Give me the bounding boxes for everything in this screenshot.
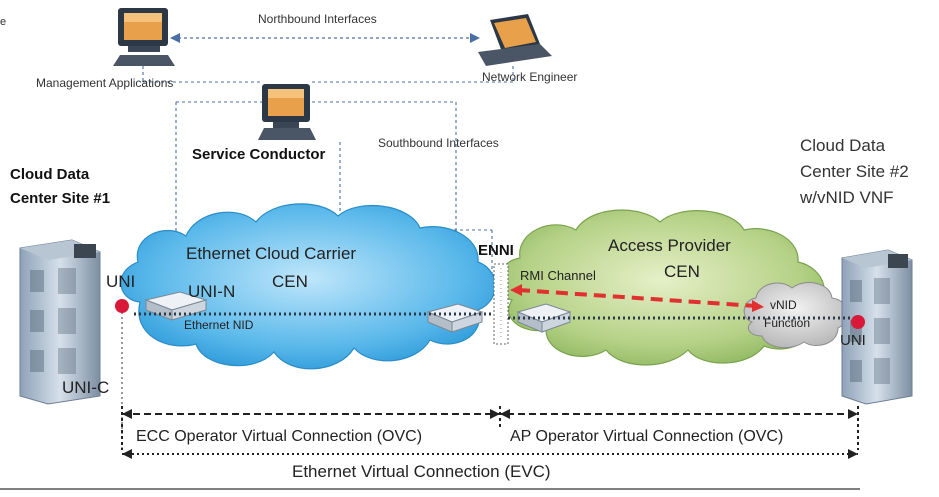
ethernet-cloud-carrier-cloud — [120, 203, 496, 370]
ecc-cen-label: CEN — [272, 272, 308, 291]
ap-title-label: Access Provider — [608, 236, 731, 255]
ecc-title-label: Ethernet Cloud Carrier — [186, 244, 357, 263]
northbound-interfaces-label: Northbound Interfaces — [258, 12, 377, 26]
vnid-line2-label: Function — [764, 316, 811, 330]
uni-2-dot — [851, 315, 865, 329]
northbound-arrow — [170, 33, 480, 43]
service-conductor-computer-icon — [258, 84, 316, 140]
vnid-line1-label: vNID — [770, 298, 797, 312]
southbound-interfaces-label: Southbound Interfaces — [378, 136, 499, 150]
service-conductor-label: Service Conductor — [192, 146, 326, 163]
evc-label: Ethernet Virtual Connection (EVC) — [292, 462, 551, 481]
service-path-line — [134, 312, 852, 320]
data-center-building-1-icon — [19, 239, 101, 405]
management-connectors — [142, 66, 514, 83]
site1-uni-label: UNI — [106, 272, 136, 291]
ecc-uni-n-label: UNI-N — [188, 282, 236, 301]
corner-mark: e — [0, 16, 7, 28]
ecc-nid-label: Ethernet NID — [184, 318, 254, 332]
management-applications-label: Management Applications — [36, 76, 174, 90]
network-engineer-label: Network Engineer — [482, 70, 578, 84]
enni-box — [493, 263, 509, 345]
site1-title-line2: Center Site #1 — [10, 190, 111, 207]
uni-1-dot — [115, 299, 129, 313]
rmi-channel-label: RMI Channel — [520, 268, 596, 283]
network-engineer-laptop-icon — [478, 14, 552, 66]
access-provider-cloud — [497, 209, 826, 366]
data-center-building-2-icon — [841, 249, 913, 405]
management-computer-icon — [113, 8, 175, 66]
site2-uni-label: UNI — [840, 332, 866, 349]
site2-title-line3: w/vNID VNF — [800, 188, 894, 207]
site2-title-line1: Cloud Data — [800, 136, 886, 155]
ap-cen-label: CEN — [664, 262, 700, 281]
ap-ovc-label: AP Operator Virtual Connection (OVC) — [510, 428, 784, 445]
site1-title-line1: Cloud Data — [10, 166, 90, 183]
ecc-ovc-label: ECC Operator Virtual Connection (OVC) — [136, 428, 423, 445]
ovc-arrowheads — [122, 409, 858, 419]
evc-bracket — [122, 449, 858, 459]
site2-title-line2: Center Site #2 — [800, 162, 909, 181]
site1-uni-c-label: UNI-C — [62, 378, 110, 397]
rmi-channel-line — [510, 284, 764, 312]
enni-label: ENNI — [478, 242, 514, 259]
